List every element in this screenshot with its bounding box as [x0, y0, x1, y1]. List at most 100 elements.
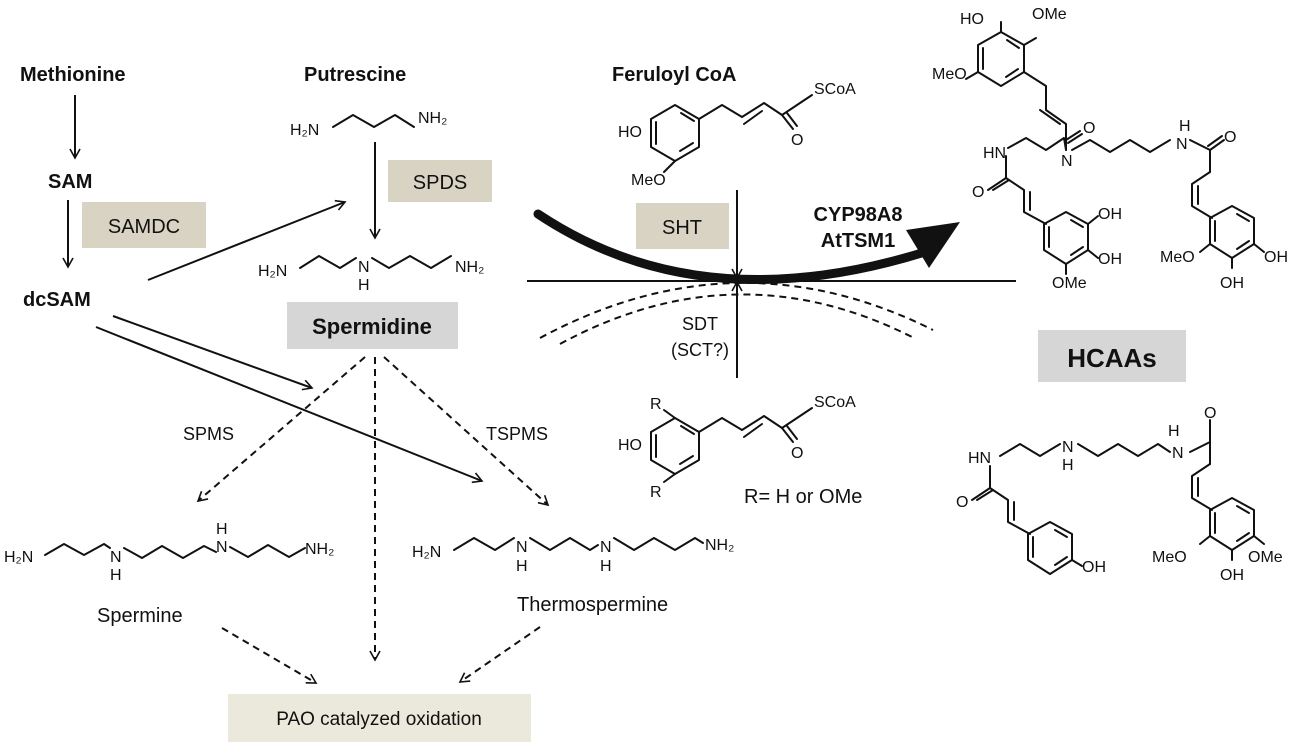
thermospermine-n1: N: [516, 539, 528, 556]
big-curved-arrow-head: [906, 222, 960, 268]
hcaa-top-meo: MeO: [932, 66, 967, 83]
attsm1-label: AtTSM1: [821, 230, 895, 252]
hcaa-bottom-o-left: O: [956, 494, 968, 511]
dashed-arrow-spermine-to-pao: [221, 627, 318, 684]
spermidine-chain-right: [371, 255, 452, 269]
hcaa-top-ome: OMe: [1032, 6, 1067, 23]
spermidine-nh2: NH₂: [455, 259, 484, 276]
hcaa-bottom-structure: [971, 419, 1265, 575]
thermospermine-nh2: NH₂: [705, 537, 734, 554]
feruloyl-ho: HO: [618, 124, 642, 141]
putrescine-label: Putrescine: [304, 64, 406, 86]
r-group-note: R= H or OMe: [744, 486, 862, 508]
hcaa-top-oh-3: OH: [1264, 249, 1288, 266]
sam-label: SAM: [48, 171, 92, 193]
spermine-chain-1: [44, 543, 111, 556]
spds-box: [388, 160, 492, 202]
hcaa-bottom-oh-left: OH: [1082, 559, 1106, 576]
hcaa-bottom-o-right: O: [1204, 405, 1216, 422]
spds-label: SPDS: [413, 172, 467, 194]
putrescine-h2n: H₂N: [290, 122, 319, 139]
hcaa-top-ho: HO: [960, 11, 984, 28]
dashed-curved-arrow-inner: [559, 293, 915, 345]
sht-box: [636, 203, 729, 249]
hcaa-bottom-nh-h: H: [1062, 457, 1074, 474]
hcaa-top-oh-2: OH: [1098, 251, 1122, 268]
hcaa-top-oh-4: OH: [1220, 275, 1244, 292]
thermospermine-n2: N: [600, 539, 612, 556]
spermine-n2: N: [216, 539, 228, 556]
spermidine-chain-left: [299, 255, 357, 269]
hcaa-top-structure: [965, 21, 1265, 275]
big-curved-arrow: [533, 209, 930, 285]
feruloyl-coa-label: Feruloyl CoA: [612, 64, 736, 86]
spermidine-n: N: [358, 259, 370, 276]
spermidine-label: Spermidine: [312, 314, 432, 339]
spermine-chain-3: [229, 544, 306, 558]
hcaas-box: [1038, 330, 1186, 382]
hcaa-bottom-oh-right: OH: [1220, 567, 1244, 584]
sht-label: SHT: [662, 217, 702, 239]
dashed-arrow-to-spermine: [196, 356, 366, 503]
thermospermine-chain-3: [613, 537, 704, 551]
tspms-label: TSPMS: [486, 424, 548, 444]
hca-r-top: R: [650, 396, 662, 413]
dashed-arrow-thermospermine-to-pao: [458, 626, 541, 683]
arrow-dcsam-to-tspms: [95, 326, 484, 484]
hcaa-top-meo-2: MeO: [1160, 249, 1195, 266]
dcsam-label: dcSAM: [23, 289, 91, 311]
pao-label: PAO catalyzed oxidation: [276, 709, 482, 730]
thermospermine-chain-1: [453, 537, 515, 551]
methionine-label: Methionine: [20, 64, 126, 86]
cyp98a8-label: CYP98A8: [814, 204, 903, 226]
hca-coa-structure: [650, 407, 813, 483]
spermine-chain-2: [123, 545, 217, 559]
hcaa-top-hn: HN: [983, 145, 1006, 162]
hca-r-bottom: R: [650, 484, 662, 501]
hcaa-top-o-left: O: [972, 184, 984, 201]
hcaa-top-o: O: [1083, 120, 1095, 137]
spermine-n1-h: H: [110, 567, 122, 584]
spermine-label: Spermine: [97, 605, 183, 627]
hcaa-bottom-nh-n: N: [1062, 439, 1074, 456]
thermospermine-chain-2: [529, 537, 599, 551]
hcaa-top-oh-1: OH: [1098, 206, 1122, 223]
hcaa-bottom-h-right: H: [1168, 423, 1180, 440]
putrescine-chain: [332, 114, 415, 128]
hcaa-top-o-right: O: [1224, 129, 1236, 146]
feruloyl-meo-bond: [663, 160, 676, 173]
hca-scoa: SCoA: [814, 394, 856, 411]
samdc-box: [82, 202, 206, 248]
hcaa-top-n: N: [1061, 153, 1073, 170]
spermine-nh2: NH₂: [305, 541, 334, 558]
spermine-n2-h: H: [216, 521, 228, 538]
thermospermine-h2n: H₂N: [412, 544, 441, 561]
putrescine-nh2: NH₂: [418, 110, 447, 127]
pao-box: [228, 694, 531, 742]
spermidine-box: [287, 302, 458, 349]
dashed-arrow-to-thermospermine: [383, 356, 550, 507]
feruloyl-coa-structure: [650, 94, 813, 162]
hcaa-bottom-meo: MeO: [1152, 549, 1187, 566]
thermospermine-label: Thermospermine: [517, 594, 668, 616]
feruloyl-o: O: [791, 132, 803, 149]
thermospermine-n1-h: H: [516, 558, 528, 575]
hcaa-top-nh-n: N: [1176, 136, 1188, 153]
hcaa-bottom-ome: OMe: [1248, 549, 1283, 566]
spermidine-h2n: H₂N: [258, 263, 287, 280]
arrow-dcsam-to-spds: [147, 199, 347, 281]
thermospermine-n2-h: H: [600, 558, 612, 575]
hca-ho: HO: [618, 437, 642, 454]
sct-label: (SCT?): [671, 340, 729, 360]
samdc-label: SAMDC: [108, 216, 180, 238]
sdt-label: SDT: [682, 314, 718, 334]
spms-label: SPMS: [183, 424, 234, 444]
hcaa-bottom-n-right: N: [1172, 445, 1184, 462]
hca-o: O: [791, 445, 803, 462]
spermine-n1: N: [110, 549, 122, 566]
dashed-curved-arrow-outer: [539, 281, 934, 339]
hcaa-top-ome-2: OMe: [1052, 275, 1087, 292]
hcaas-label: HCAAs: [1067, 343, 1157, 373]
feruloyl-scoa: SCoA: [814, 81, 856, 98]
